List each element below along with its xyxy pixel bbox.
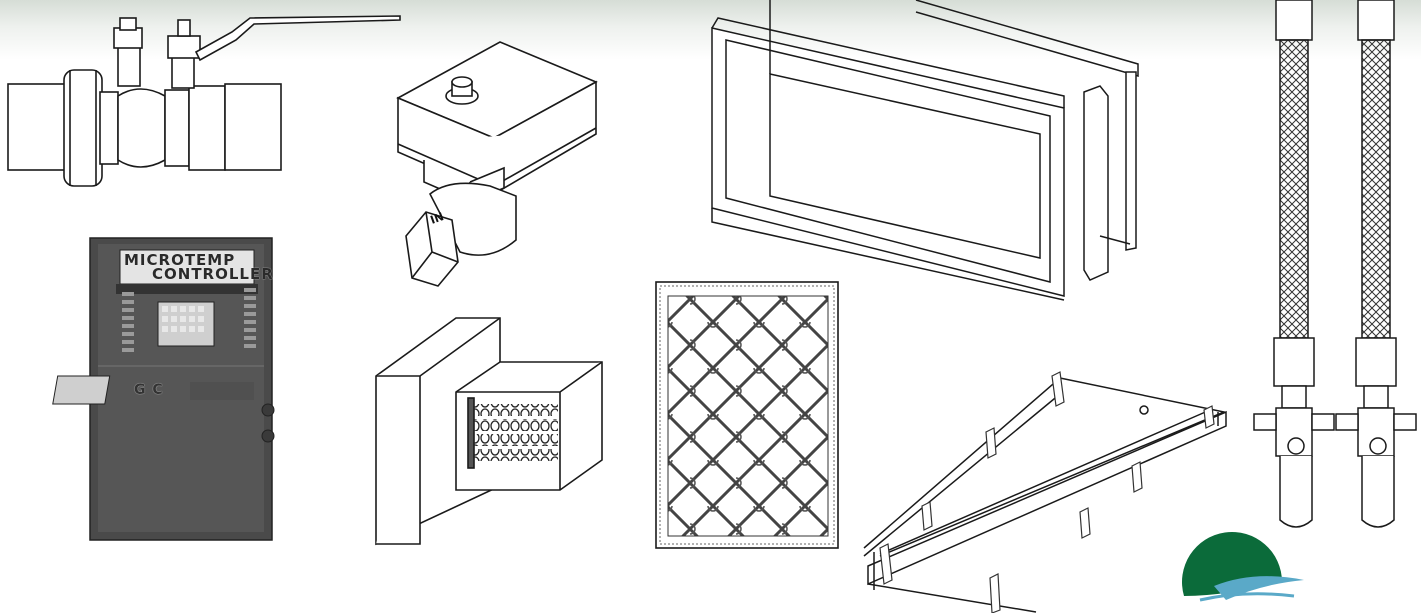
valve-marking: IN (429, 210, 446, 227)
controller-label-line2: CONTROLLER (152, 265, 274, 283)
controller-badge: G C (134, 382, 164, 398)
zone-valve-actuator-drawing (396, 41, 598, 287)
ball-valve-drawing (7, 15, 401, 187)
controller-panel (52, 237, 275, 541)
air-filter-drawing (655, 281, 839, 549)
flex-hose-kit-drawing (1253, 0, 1417, 528)
duct-heater-drawing (375, 317, 603, 546)
brand-logo-icon (1182, 531, 1304, 602)
controller-label-line1: MICROTEMP (124, 251, 236, 269)
duct-frame-drawing (711, 0, 1139, 301)
mounting-tray-drawing (863, 371, 1227, 613)
